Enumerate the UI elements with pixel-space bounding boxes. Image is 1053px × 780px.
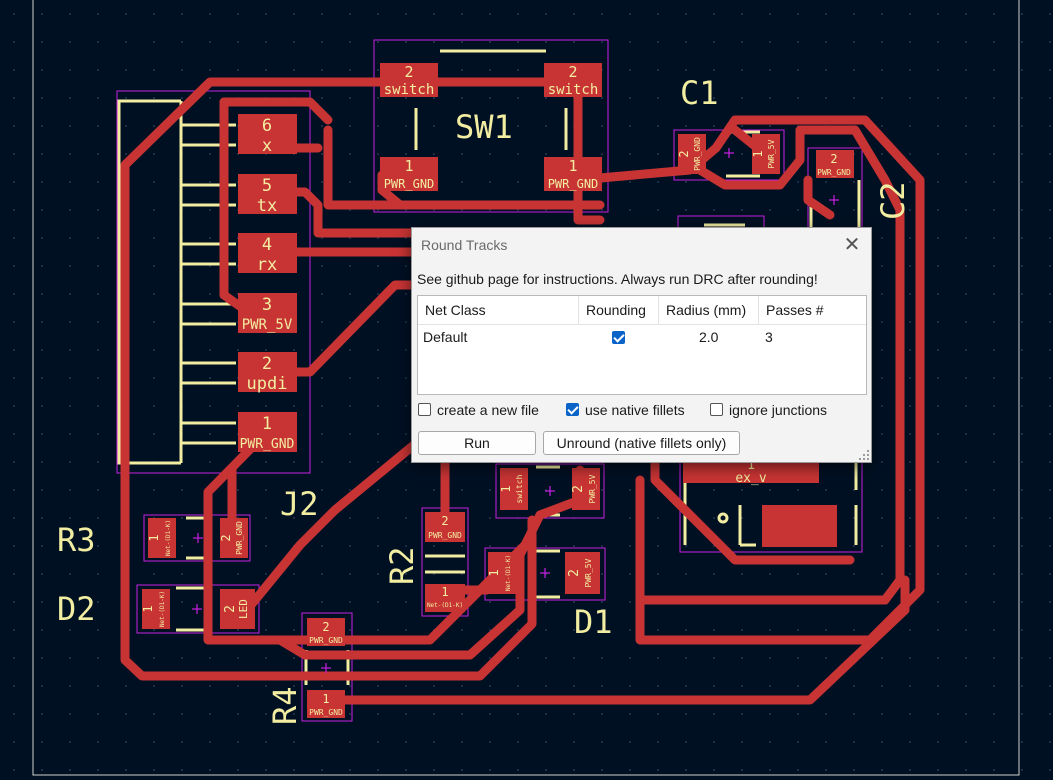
svg-text:2: 2	[567, 569, 582, 577]
svg-text:PWR_5V: PWR_5V	[242, 317, 293, 333]
svg-text:2: 2	[568, 63, 577, 81]
svg-text:PWR_5V: PWR_5V	[584, 558, 593, 587]
net-class-table: Net Class Rounding Radius (mm) Passes # …	[417, 295, 867, 395]
svg-text:3: 3	[262, 295, 272, 315]
pad-texts: 2 switch 2 switch 1 PWR_GND 1 PWR_GND 6 …	[240, 63, 851, 717]
svg-text:switch: switch	[384, 82, 435, 98]
resize-grip-icon[interactable]	[859, 450, 869, 460]
svg-text:1: 1	[262, 414, 272, 434]
anchor-crosses	[192, 148, 839, 673]
header-passes[interactable]: Passes #	[766, 302, 824, 318]
svg-text:PWR_GND: PWR_GND	[309, 636, 343, 645]
svg-text:rx: rx	[257, 255, 277, 275]
svg-text:2: 2	[219, 534, 233, 541]
svg-text:PWR_GND: PWR_GND	[240, 437, 295, 452]
ref-j2: J2	[280, 485, 319, 523]
header-radius[interactable]: Radius (mm)	[659, 296, 759, 324]
svg-text:4: 4	[262, 235, 272, 255]
svg-text:1: 1	[747, 458, 755, 473]
svg-text:PWR_5V: PWR_5V	[767, 139, 776, 168]
dialog-titlebar[interactable]: Round Tracks ✕	[412, 228, 871, 262]
ref-r4: R4	[266, 686, 304, 725]
board-edge	[32, 0, 1020, 776]
svg-text:2: 2	[441, 514, 448, 528]
ref-r2: R2	[383, 546, 421, 585]
svg-text:1: 1	[568, 157, 577, 175]
cell-net-class: Default	[423, 329, 468, 345]
round-tracks-dialog: Round Tracks ✕ See github page for instr…	[411, 227, 872, 463]
use-native-fillets-checkbox[interactable]	[566, 403, 579, 416]
svg-text:x: x	[262, 136, 272, 156]
create-new-file-label: create a new file	[437, 402, 539, 418]
svg-text:1: 1	[499, 485, 513, 492]
svg-text:5: 5	[262, 176, 272, 196]
close-icon[interactable]: ✕	[843, 234, 861, 256]
table-row[interactable]: Default 2.0 3	[418, 325, 866, 349]
svg-text:2: 2	[262, 354, 272, 374]
ref-d1: D1	[574, 603, 613, 641]
svg-text:PWR_GND: PWR_GND	[235, 521, 244, 555]
svg-text:Net-(D1-K): Net-(D1-K)	[165, 520, 172, 556]
svg-text:PWR_GND: PWR_GND	[428, 531, 462, 540]
svg-text:2: 2	[322, 620, 329, 634]
svg-text:1: 1	[147, 534, 161, 541]
ignore-junctions-checkbox[interactable]	[710, 403, 723, 416]
svg-text:2: 2	[677, 150, 691, 157]
svg-text:ex_v: ex_v	[735, 471, 766, 486]
svg-text:PWR_GND: PWR_GND	[548, 177, 599, 191]
instructions-text: See github page for instructions. Always…	[417, 271, 818, 287]
rounding-checkbox[interactable]	[612, 331, 625, 344]
dialog-title: Round Tracks	[421, 237, 508, 253]
header-net-class[interactable]: Net Class	[418, 296, 579, 324]
svg-text:LED: LED	[237, 599, 250, 619]
svg-text:PWR_GND: PWR_GND	[384, 177, 435, 191]
run-button[interactable]: Run	[418, 431, 536, 455]
use-native-fillets-label: use native fillets	[585, 402, 685, 418]
header-rounding[interactable]: Rounding	[579, 296, 659, 324]
svg-text:1: 1	[441, 585, 448, 599]
ref-r3: R3	[57, 521, 96, 559]
reference-labels: SW1 C1 J2 R3 D2 D1 C2 R2 R4	[57, 74, 912, 725]
unround-button[interactable]: Unround (native fillets only)	[543, 431, 740, 455]
ref-sw1: SW1	[455, 108, 513, 146]
svg-text:switch: switch	[548, 82, 599, 98]
svg-text:Net-(D1-K): Net-(D1-K)	[427, 602, 463, 609]
svg-text:PWR_5V: PWR_5V	[588, 474, 597, 503]
svg-text:2: 2	[404, 63, 413, 81]
create-new-file-checkbox[interactable]	[418, 403, 431, 416]
svg-text:PWR_GND: PWR_GND	[309, 708, 343, 717]
svg-text:tx: tx	[257, 196, 277, 216]
cell-radius[interactable]: 2.0	[699, 329, 719, 345]
svg-text:1: 1	[487, 569, 501, 576]
table-header: Net Class Rounding Radius (mm) Passes #	[418, 296, 866, 325]
ref-c1: C1	[680, 74, 719, 112]
copper-pads	[142, 63, 854, 718]
svg-text:2: 2	[830, 152, 837, 166]
svg-text:1: 1	[141, 605, 155, 612]
svg-text:1: 1	[404, 157, 413, 175]
ignore-junctions-label: ignore junctions	[729, 402, 828, 418]
svg-text:Net-(D1-K): Net-(D1-K)	[505, 555, 512, 591]
svg-text:2: 2	[571, 485, 586, 493]
svg-text:PWR_GND: PWR_GND	[693, 137, 702, 171]
cell-passes[interactable]: 3	[765, 329, 773, 345]
svg-text:Net-(D1-K): Net-(D1-K)	[159, 591, 166, 627]
svg-text:switch: switch	[515, 474, 524, 503]
svg-text:6: 6	[262, 116, 272, 136]
svg-text:2: 2	[223, 605, 238, 613]
svg-text:1: 1	[751, 150, 765, 157]
svg-text:PWR_GND: PWR_GND	[817, 168, 851, 177]
ref-d2: D2	[57, 590, 96, 628]
svg-text:updi: updi	[247, 374, 288, 394]
svg-text:1: 1	[322, 692, 329, 706]
ref-c2: C2	[874, 181, 912, 220]
